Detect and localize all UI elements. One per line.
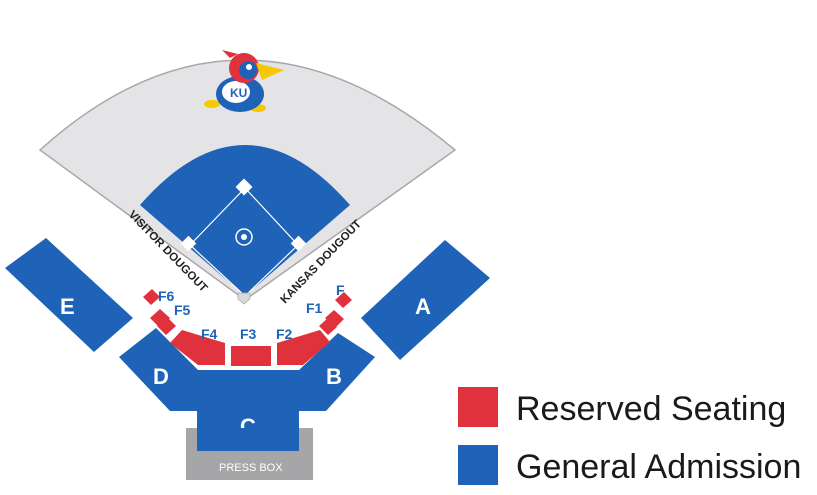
section-f1-b[interactable] (319, 318, 337, 335)
section-f5-label: F5 (174, 302, 191, 318)
section-f1-label: F1 (306, 300, 323, 316)
section-e-label: E (60, 294, 75, 319)
second-base (235, 178, 253, 196)
section-a-label: A (415, 294, 431, 319)
jayhawk-mascot-icon: KU (204, 50, 284, 112)
section-b-label: B (326, 364, 342, 389)
section-f-label: F (336, 282, 345, 298)
legend-label-reserved: Reserved Seating (516, 390, 786, 428)
press-box-front (197, 428, 299, 451)
section-e[interactable] (5, 238, 133, 352)
pitchers-rubber (241, 234, 247, 240)
section-a[interactable] (361, 240, 490, 360)
section-d-label: D (153, 364, 169, 389)
section-f6[interactable] (143, 289, 160, 305)
section-f2[interactable] (277, 330, 330, 365)
section-f4[interactable] (170, 330, 225, 365)
section-f2-label: F2 (276, 326, 293, 342)
svg-text:KU: KU (230, 86, 247, 100)
section-f3[interactable] (231, 346, 271, 366)
first-base (290, 235, 307, 252)
legend-swatch-general (458, 445, 498, 485)
section-f1[interactable] (325, 310, 344, 328)
section-f5[interactable] (150, 309, 170, 328)
home-plate (237, 292, 251, 305)
section-f6-label: F6 (158, 288, 175, 304)
section-f5-b[interactable] (157, 317, 176, 335)
pitchers-mound (235, 228, 253, 246)
section-f4-label: F4 (201, 326, 218, 342)
legend-swatch-reserved (458, 387, 498, 427)
section-d[interactable] (119, 328, 199, 411)
press-box-label: PRESS BOX (219, 462, 283, 474)
infield-area (140, 145, 350, 296)
section-f3-label: F3 (240, 326, 257, 342)
third-base (180, 235, 197, 252)
section-b[interactable] (298, 333, 375, 411)
section-f[interactable] (335, 292, 352, 308)
legend: Reserved Seating General Admission (458, 387, 801, 486)
legend-label-general: General Admission (516, 448, 801, 486)
